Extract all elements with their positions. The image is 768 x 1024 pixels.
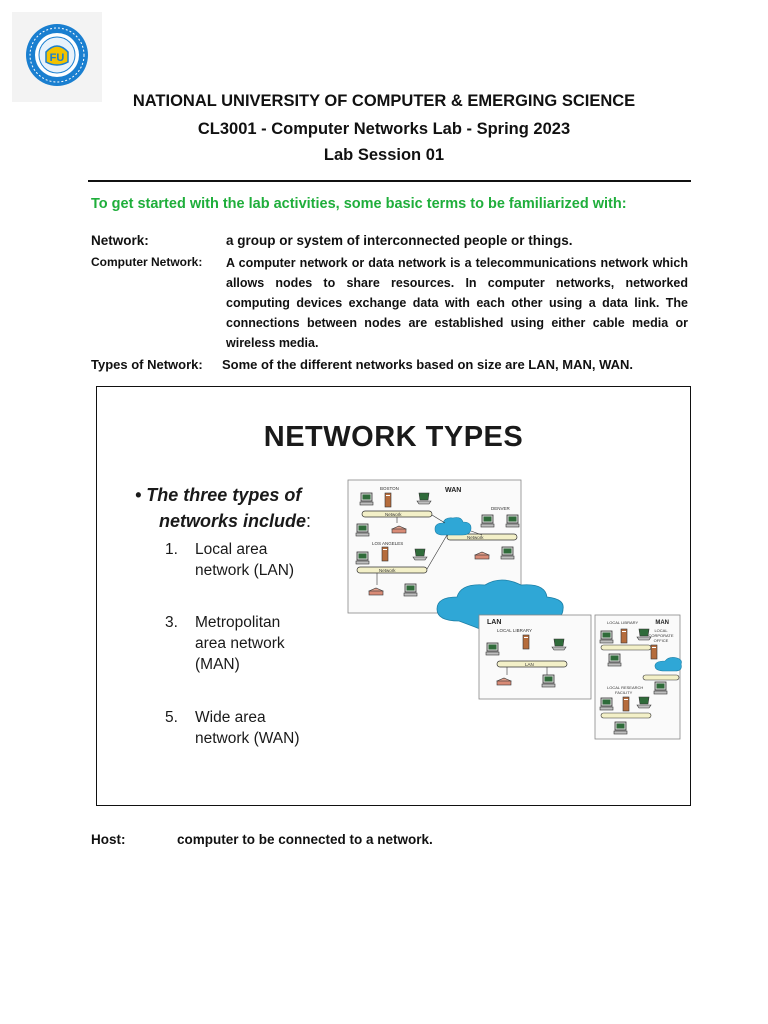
label-local: LOCAL bbox=[654, 628, 668, 633]
label-local-library: LOCAL LIBRARY bbox=[497, 628, 532, 633]
label-local-research: LOCAL RESEARCH bbox=[607, 685, 643, 690]
intro-text: To get started with the lab activities, … bbox=[91, 196, 627, 212]
item-line: Metropolitan bbox=[195, 614, 281, 631]
network-term: Network: bbox=[91, 233, 149, 248]
item-line: (MAN) bbox=[195, 656, 240, 673]
course-title: CL3001 - Computer Networks Lab - Spring … bbox=[197, 120, 571, 138]
session-title: Lab Session 01 bbox=[323, 146, 445, 164]
host-term: Host: bbox=[91, 832, 126, 847]
figure-item-lan: 1. Local area network (LAN) bbox=[165, 539, 294, 581]
man-cloud-icon bbox=[654, 657, 682, 672]
label-lan: LAN bbox=[487, 619, 501, 626]
university-logo: FU bbox=[12, 12, 102, 102]
item-line: network (WAN) bbox=[195, 730, 300, 747]
label-boston: BOSTON bbox=[380, 486, 399, 491]
header-divider bbox=[88, 180, 691, 182]
item-line: Local area bbox=[195, 541, 268, 558]
network-definition: a group or system of interconnected peop… bbox=[226, 233, 573, 248]
item-line: Wide area bbox=[195, 709, 266, 726]
network-diagram: WAN BOSTON Network LOS ANGELES Network D… bbox=[347, 479, 682, 740]
label-network: Network bbox=[385, 512, 402, 517]
computer-network-term: Computer Network: bbox=[91, 255, 203, 269]
university-seal-icon: FU bbox=[26, 24, 88, 86]
label-wan: WAN bbox=[445, 487, 461, 494]
figure-bullet-colon: : bbox=[306, 511, 312, 531]
figure-bullet-line1: • The three types of bbox=[135, 485, 302, 505]
item-number: 3. bbox=[165, 614, 178, 631]
label-man: MAN bbox=[655, 620, 669, 626]
svg-text:FU: FU bbox=[50, 52, 65, 64]
label-office: OFFICE bbox=[654, 638, 669, 643]
host-definition: computer to be connected to a network. bbox=[177, 832, 433, 847]
label-local-library-man: LOCAL LIBRARY bbox=[607, 620, 638, 625]
wan-cloud-icon bbox=[434, 517, 472, 536]
figure-bullet-italic: networks include bbox=[159, 511, 307, 531]
label-corporate: CORPORATE bbox=[648, 633, 673, 638]
label-facility: FACILITY bbox=[615, 690, 633, 695]
label-los-angeles: LOS ANGELES bbox=[372, 541, 403, 546]
types-term: Types of Network: bbox=[91, 357, 203, 372]
figure-item-wan: 5. Wide area network (WAN) bbox=[165, 707, 300, 749]
label-denver: DENVER bbox=[491, 506, 511, 511]
label-network: Network bbox=[379, 568, 396, 573]
university-name: NATIONAL UNIVERSITY OF COMPUTER & EMERGI… bbox=[132, 92, 636, 110]
item-number: 1. bbox=[165, 541, 178, 558]
label-network: Network bbox=[467, 535, 484, 540]
figure-title: NETWORK TYPES bbox=[263, 421, 524, 453]
item-number: 5. bbox=[165, 709, 178, 726]
figure-item-man: 3. Metropolitan area network (MAN) bbox=[165, 612, 285, 675]
computer-network-definition: A computer network or data network is a … bbox=[226, 256, 688, 350]
label-lan-bus: LAN bbox=[525, 662, 534, 667]
item-line: network (LAN) bbox=[195, 562, 295, 579]
figure-bullet-line2: networks include: bbox=[159, 511, 311, 532]
network-types-figure: NETWORK TYPES • The three types of netwo… bbox=[96, 386, 691, 806]
types-definition: Some of the different networks based on … bbox=[222, 357, 634, 372]
item-line: area network bbox=[195, 635, 285, 652]
